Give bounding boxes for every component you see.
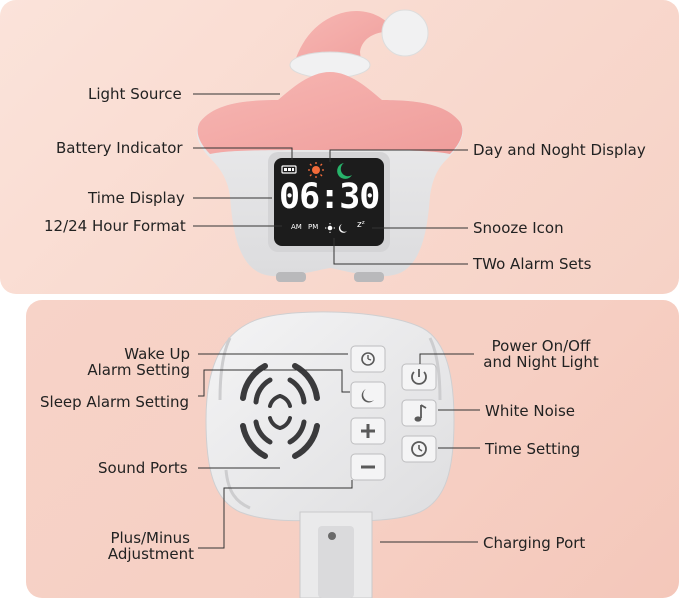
label-battery-indicator: Battery Indicator <box>56 139 183 157</box>
label-time-display: Time Display <box>88 189 185 207</box>
alarm-button[interactable] <box>350 345 386 373</box>
leader-lines <box>193 93 480 549</box>
label-plus-minus-1: Plus/Minus <box>110 529 190 547</box>
power-button[interactable] <box>401 363 437 391</box>
label-time-setting: Time Setting <box>485 440 581 458</box>
label-two-alarm-sets: TWo Alarm Sets <box>473 255 592 273</box>
sleep-alarm-button[interactable] <box>350 381 386 409</box>
battery-icon <box>281 165 297 174</box>
label-charging-port: Charging Port <box>483 534 586 552</box>
label-power-1: Power On/Off <box>491 337 591 355</box>
label-wake-up-2: Alarm Setting <box>87 361 190 379</box>
pm-indicator: PM <box>308 223 319 231</box>
plus-button[interactable] <box>350 417 386 445</box>
label-day-night-display: Day and Noght Display <box>473 141 646 159</box>
label-white-noise: White Noise <box>485 402 575 420</box>
label-light-source: Light Source <box>88 85 182 103</box>
charging-port-icon <box>328 532 336 540</box>
moon-icon <box>337 163 352 179</box>
sun-icon <box>308 162 324 178</box>
hat-pompom <box>381 9 429 57</box>
label-sound-ports: Sound Ports <box>98 459 188 477</box>
alarm-moon-icon <box>338 224 347 233</box>
am-indicator: AM <box>291 223 302 231</box>
white-noise-button[interactable] <box>401 399 437 427</box>
star-clock-front <box>196 9 463 282</box>
label-plus-minus-2: Adjustment <box>107 545 194 563</box>
alarm-sun-icon <box>325 223 335 233</box>
speaker-grille <box>240 363 320 459</box>
label-sleep-alarm: Sleep Alarm Setting <box>40 393 190 411</box>
label-power-2: and Night Light <box>483 353 599 371</box>
snooze-indicator: zᶻ <box>357 220 366 230</box>
label-wake-up-1: Wake Up <box>124 345 190 363</box>
label-hour-format: 12/24 Hour Format <box>44 217 186 235</box>
time-digits: 06:30 <box>279 177 380 217</box>
time-setting-button[interactable] <box>401 435 437 463</box>
minus-button[interactable] <box>350 453 386 481</box>
star-pink-top <box>197 72 463 154</box>
label-snooze-icon: Snooze Icon <box>473 219 564 237</box>
